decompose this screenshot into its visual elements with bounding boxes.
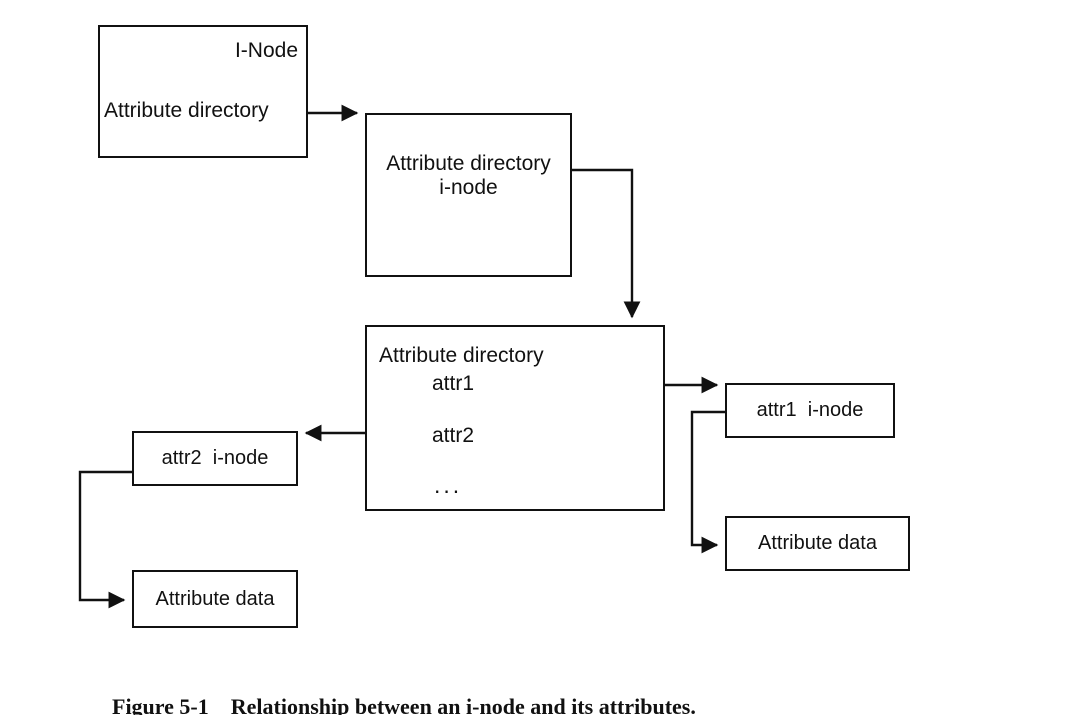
node-attribute-directory-entry-attr1: attr1 <box>432 372 475 395</box>
node-attribute-directory-inode <box>365 113 572 277</box>
node-attr1-attribute-data-label: Attribute data <box>758 532 877 554</box>
node-attr2-inode <box>132 431 298 486</box>
figure-caption-label: Figure 5-1 <box>112 694 209 715</box>
connector-attrdir-inode-to-attrdir <box>572 168 641 319</box>
node-attr1-inode <box>725 383 895 438</box>
node-attribute-directory <box>365 325 665 511</box>
node-attr2-attribute-data-label: Attribute data <box>155 588 275 610</box>
node-attr2-inode-label: attr2 i-node <box>161 447 269 469</box>
node-attr2-attribute-data <box>132 570 298 628</box>
connector-attr1-inode-to-data <box>690 410 725 554</box>
node-attribute-directory-entry-attr2: attr2 <box>432 424 475 447</box>
figure-caption-text: Relationship between an i-node and its a… <box>230 694 696 715</box>
figure-caption: Figure 5-1 Relationship between an i-node… <box>90 668 696 715</box>
node-attribute-directory-heading: Attribute directory <box>379 344 544 367</box>
node-attribute-directory-inode-label: Attribute directory i-node <box>386 152 551 199</box>
node-attribute-directory-entry-ellipsis: ... <box>434 472 463 498</box>
node-inode-attribute-directory-field: Attribute directory <box>104 99 269 122</box>
node-attr1-attribute-data <box>725 516 910 571</box>
node-inode <box>98 25 308 158</box>
connector-attr2-inode-to-data <box>78 470 132 609</box>
node-attr1-inode-label: attr1 i-node <box>756 399 864 421</box>
node-inode-title: I-Node <box>234 39 298 62</box>
